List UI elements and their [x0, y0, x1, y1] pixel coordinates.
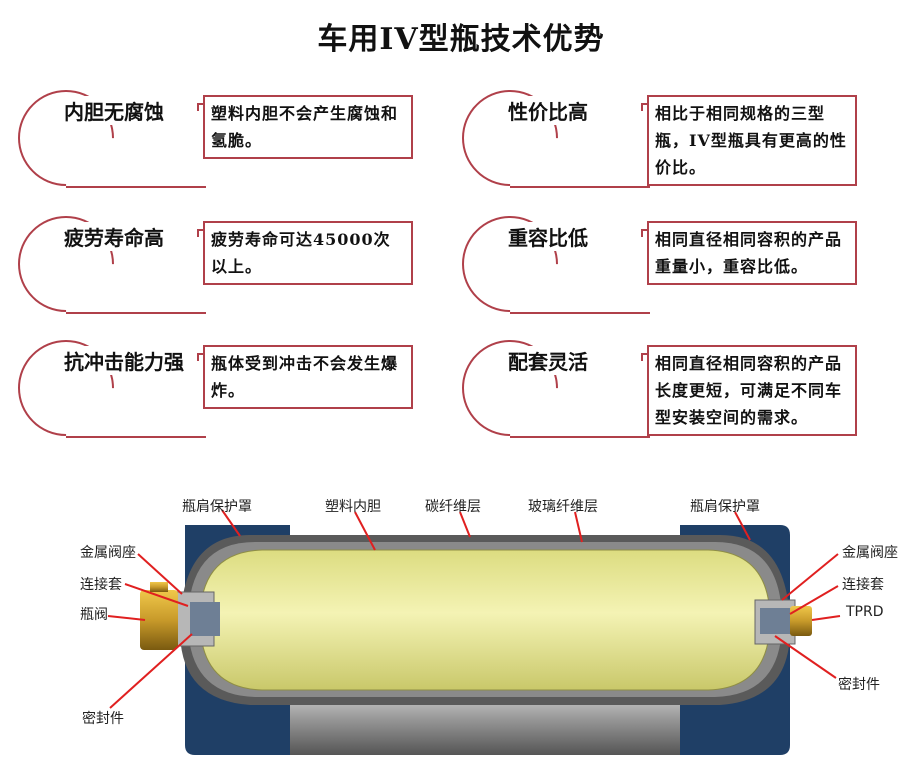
advantage-text: 疲劳寿命可达45000次以上。 — [197, 221, 413, 285]
advantage-heading: 抗冲击能力强 — [60, 346, 188, 375]
label-sleeve-left: 连接套 — [80, 577, 122, 593]
label-carbon-fiber: 碳纤维层 — [425, 499, 481, 515]
page-title: 车用IV型瓶技术优势 — [317, 22, 605, 57]
advantage-heading: 重容比低 — [504, 222, 592, 251]
label-glass-fiber: 玻璃纤维层 — [528, 499, 598, 515]
plastic-liner — [199, 549, 771, 691]
label-sleeve-right: 连接套 — [842, 577, 884, 593]
card-underline — [66, 436, 206, 438]
advantage-text: 瓶体受到冲击不会发生爆炸。 — [197, 345, 413, 409]
label-tprd: TPRD — [846, 604, 884, 620]
advantage-heading: 配套灵活 — [504, 346, 592, 375]
advantage-text: 相同直径相同容积的产品长度更短，可满足不同车型安装空间的需求。 — [641, 345, 857, 436]
label-metal-boss-left: 金属阀座 — [80, 545, 136, 561]
label-seal-right: 密封件 — [838, 677, 880, 693]
label-seal-left: 密封件 — [82, 711, 124, 727]
label-shoulder-cap-left: 瓶肩保护罩 — [182, 499, 252, 515]
advantage-heading: 内胆无腐蚀 — [60, 96, 168, 125]
advantage-text: 相同直径相同容积的产品重量小，重容比低。 — [641, 221, 857, 285]
advantage-card-liner: 内胆无腐蚀 塑料内胆不会产生腐蚀和氢脆。 — [0, 70, 428, 206]
cylinder-valve — [140, 590, 178, 650]
advantage-card-fatigue: 疲劳寿命高 疲劳寿命可达45000次以上。 — [0, 196, 428, 332]
advantage-heading: 疲劳寿命高 — [60, 222, 168, 251]
card-underline — [66, 186, 206, 188]
label-metal-boss-right: 金属阀座 — [842, 545, 898, 561]
advantage-card-cost: 性价比高 相比于相同规格的三型瓶，IV型瓶具有更高的性价比。 — [442, 70, 872, 206]
advantage-card-weight: 重容比低 相同直径相同容积的产品重量小，重容比低。 — [442, 196, 872, 332]
card-underline — [510, 436, 650, 438]
leader-arrows — [107, 509, 841, 709]
cylinder-diagram: 瓶肩保护罩 塑料内胆 碳纤维层 玻璃纤维层 瓶肩保护罩 金属阀座 连接套 瓶阀 … — [0, 490, 922, 767]
advantage-text: 相比于相同规格的三型瓶，IV型瓶具有更高的性价比。 — [641, 95, 857, 186]
tprd-device — [790, 606, 812, 636]
advantage-card-flexible: 配套灵活 相同直径相同容积的产品长度更短，可满足不同车型安装空间的需求。 — [442, 320, 872, 456]
label-valve: 瓶阀 — [80, 607, 108, 623]
card-underline — [510, 186, 650, 188]
card-underline — [510, 312, 650, 314]
advantage-card-impact: 抗冲击能力强 瓶体受到冲击不会发生爆炸。 — [0, 320, 428, 456]
advantage-heading: 性价比高 — [504, 96, 592, 125]
cylinder-illustration — [107, 509, 841, 755]
advantage-text: 塑料内胆不会产生腐蚀和氢脆。 — [197, 95, 413, 159]
valve-cap — [150, 582, 168, 592]
label-plastic-liner: 塑料内胆 — [325, 499, 381, 515]
label-shoulder-cap-right: 瓶肩保护罩 — [690, 499, 760, 515]
connection-sleeve-right — [760, 608, 792, 634]
card-underline — [66, 312, 206, 314]
connection-sleeve-left — [190, 602, 220, 636]
